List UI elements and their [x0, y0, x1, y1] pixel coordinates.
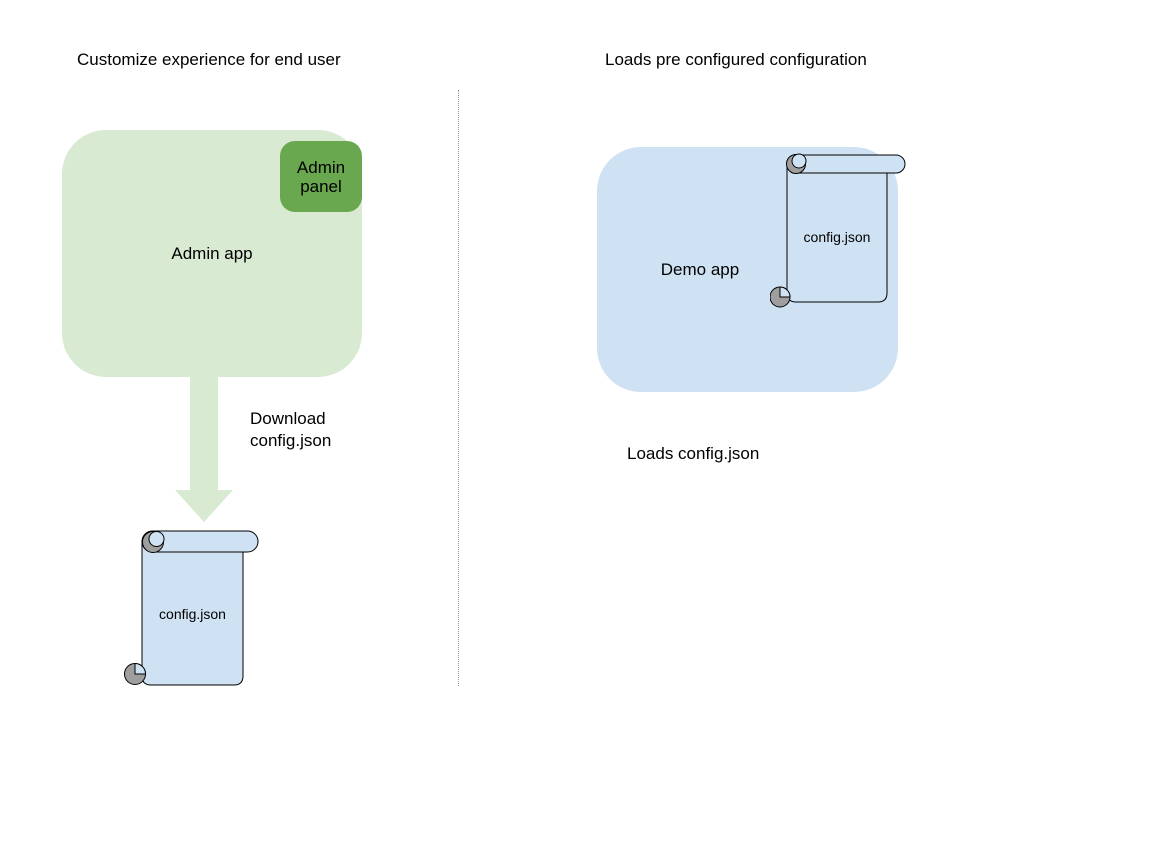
- config-file-scroll-icon: [770, 153, 906, 308]
- config-file-scroll-icon: [124, 530, 259, 686]
- download-arrow-label: Download config.json: [250, 409, 332, 450]
- admin-panel-label: Admin panel: [296, 157, 346, 196]
- config-file-label: config.json: [803, 229, 871, 245]
- admin-panel-box: Admin panel: [280, 141, 362, 212]
- scroll-top-roll-inner: [148, 531, 165, 547]
- scroll-top-roll-inner: [791, 153, 807, 169]
- scroll-bottom-curl-notch: [134, 662, 147, 675]
- scroll-top-roll-bar: [141, 530, 259, 553]
- download-arrow-shape: [175, 377, 233, 522]
- admin-app-box: Admin app Admin panel: [62, 130, 362, 377]
- download-arrow-icon: [175, 377, 233, 522]
- scroll-bottom-curl-notch: [779, 286, 791, 298]
- loads-config-caption: Loads config.json: [627, 444, 760, 463]
- demo-app-label: Demo app: [660, 259, 740, 279]
- section-divider-dotted-line: [458, 90, 459, 686]
- config-file-label: config.json: [159, 606, 226, 622]
- admin-app-label: Admin app: [171, 243, 253, 263]
- right-section-heading: Loads pre configured configuration: [605, 50, 867, 69]
- left-section-heading: Customize experience for end user: [77, 50, 341, 69]
